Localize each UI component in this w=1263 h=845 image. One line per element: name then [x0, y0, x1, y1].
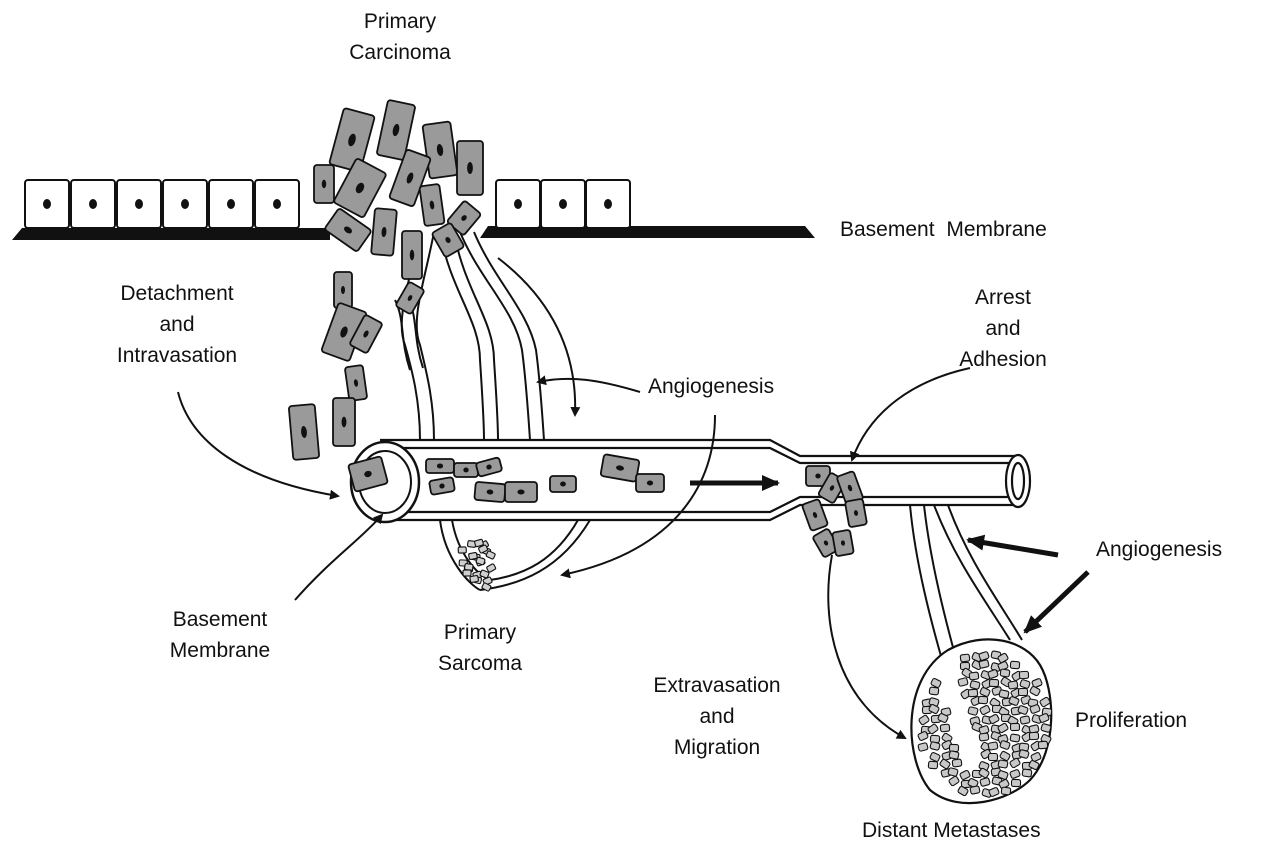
- metastasis-cell: [930, 742, 940, 751]
- metastasis-cell: [1010, 723, 1019, 730]
- label-detachment-intravasation: Detachment and Intravasation: [92, 278, 262, 371]
- metastasis-cell: [949, 744, 958, 751]
- metastasis-cell: [988, 742, 998, 750]
- sarcoma-cell: [486, 563, 496, 572]
- epithelial-cells-right: [496, 180, 630, 228]
- metastasis-cell: [968, 706, 979, 715]
- epithelial-cell: [163, 180, 207, 228]
- tumor-cell: [636, 474, 664, 492]
- tumor-cell: [600, 454, 639, 482]
- metastasis-cell: [1029, 732, 1038, 739]
- tumor-cell: [454, 463, 478, 477]
- tumor-cell: [457, 141, 483, 195]
- arrow-angio-curve-top: [498, 258, 575, 415]
- arrow-extravasation: [828, 555, 905, 738]
- epithelial-cell: [25, 180, 69, 228]
- metastasis-cell: [989, 754, 998, 761]
- metastasis-cell: [999, 690, 1009, 699]
- tumor-cell: [345, 365, 368, 401]
- tumor-cell: [429, 477, 455, 495]
- tumor-cell: [505, 482, 537, 502]
- metastasis-cell: [968, 689, 978, 697]
- tumor-cell: [845, 499, 867, 528]
- label-primary-carcinoma: Primary Carcinoma: [325, 6, 475, 68]
- metastasis-cell: [1010, 661, 1019, 669]
- metastasis-cell: [952, 759, 962, 767]
- metastasis-cell: [1019, 689, 1028, 696]
- arrow-angio-to-capillary: [538, 379, 640, 392]
- tumor-cell: [333, 398, 355, 446]
- metastasis-cell: [970, 786, 980, 795]
- sarcoma-cell: [486, 551, 496, 560]
- label-basement-membrane-bottom: Basement Membrane: [150, 604, 290, 666]
- metastasis-cell: [1022, 769, 1032, 777]
- metastasis-cell: [958, 677, 969, 686]
- tumor-cell: [289, 404, 320, 460]
- tumor-cell: [419, 184, 444, 226]
- arrow-basement-membrane: [295, 515, 382, 600]
- label-angiogenesis-center: Angiogenesis: [648, 371, 774, 402]
- epithelial-cells-left: [25, 180, 299, 228]
- epithelial-cell: [117, 180, 161, 228]
- epithelial-cell: [496, 180, 540, 228]
- epithelial-cell: [71, 180, 115, 228]
- metastasis-cell: [929, 687, 939, 695]
- epithelial-cell: [209, 180, 253, 228]
- tumor-cell: [371, 208, 397, 256]
- arrow-angio-right-2: [1025, 572, 1088, 632]
- label-distant-metastases: Distant Metastases: [862, 815, 1041, 845]
- tumor-cell: [476, 457, 503, 477]
- tumor-cell: [426, 459, 454, 473]
- epithelial-cell: [586, 180, 630, 228]
- metastasis-cell: [928, 761, 938, 769]
- label-proliferation: Proliferation: [1075, 705, 1187, 736]
- sarcoma-cell: [463, 570, 471, 576]
- label-extravasation-migration: Extravasation and Migration: [642, 670, 792, 763]
- sarcoma-cell-cluster: [458, 539, 496, 591]
- arrow-arrest: [852, 368, 970, 460]
- tumor-cell: [832, 530, 854, 557]
- tumor-cell: [802, 499, 828, 531]
- metastasis-cell: [1008, 681, 1018, 689]
- arrow-angio-right-1: [968, 540, 1058, 555]
- metastasis-cell: [1020, 716, 1030, 725]
- metastasis-cell: [918, 742, 929, 751]
- metastasis-cell: [989, 679, 998, 686]
- metastasis-cell: [949, 751, 959, 760]
- tumor-cell: [334, 272, 352, 308]
- basement-membrane-left: [12, 228, 330, 240]
- metastasis-cell: [940, 724, 950, 732]
- metastasis-cell: [1038, 741, 1048, 749]
- metastasis-cell: [1001, 787, 1011, 795]
- metastasis-cell: [978, 696, 988, 704]
- tumor-cell: [402, 231, 422, 279]
- epithelial-cell: [541, 180, 585, 228]
- metastasis-cell: [979, 733, 989, 741]
- epithelial-cell: [255, 180, 299, 228]
- sarcoma-capillaries: [440, 520, 590, 590]
- tumor-cell: [474, 482, 505, 503]
- metastasis-cell: [1019, 671, 1028, 678]
- metastasis-cell: [979, 660, 989, 669]
- tumor-cell: [314, 165, 334, 203]
- metastasis-cell: [960, 654, 970, 662]
- label-basement-membrane-top: Basement Membrane: [840, 214, 1047, 245]
- metastasis-cell: [969, 672, 979, 680]
- sarcoma-cell: [470, 575, 479, 582]
- label-primary-sarcoma: Primary Sarcoma: [420, 617, 540, 679]
- metastasis-cell: [1011, 779, 1020, 786]
- sarcoma-cell: [458, 547, 466, 553]
- label-arrest-adhesion: Arrest and Adhesion: [938, 282, 1068, 375]
- tumor-cell: [329, 108, 375, 172]
- tumor-cell: [550, 476, 576, 492]
- metastasis-cell: [948, 767, 959, 776]
- sarcoma-cell: [468, 552, 477, 559]
- metastasis-cell: [998, 760, 1008, 768]
- label-angiogenesis-right: Angiogenesis: [1096, 534, 1222, 565]
- metastasis-cell: [970, 681, 980, 690]
- metastasis-cell: [1000, 669, 1010, 677]
- metastasis-cell: [1010, 734, 1020, 742]
